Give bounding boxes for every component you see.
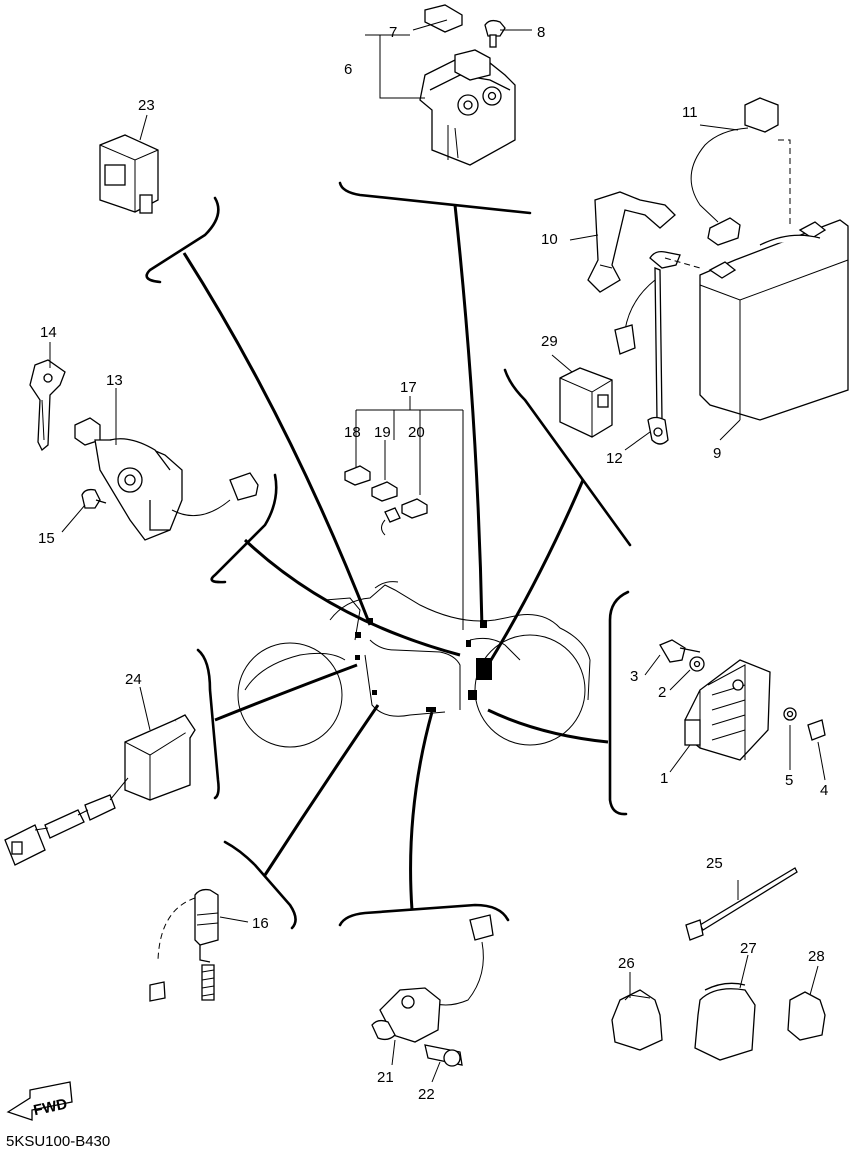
callout-label: 6 <box>344 61 352 78</box>
rectifier-regulator <box>644 639 826 781</box>
callout-label: 3 <box>630 668 638 685</box>
callout-label: 23 <box>138 97 155 114</box>
callout-label: 16 <box>252 915 269 932</box>
drawing-code: 5KSU100-B430 <box>6 1133 110 1150</box>
callout-labels: 1 2 3 4 5 6 7 8 9 10 11 12 13 14 15 16 1… <box>38 24 828 1103</box>
fwd-label: FWD <box>32 1096 69 1120</box>
callout-label: 27 <box>740 940 757 957</box>
battery <box>569 97 849 451</box>
fwd-arrow-icon: FWD <box>6 1081 73 1121</box>
callout-label: 9 <box>713 445 721 462</box>
callout-label: 7 <box>389 24 397 41</box>
fuses <box>344 396 463 536</box>
callout-label: 12 <box>606 450 623 467</box>
callout-label: 29 <box>541 333 558 350</box>
callout-label: 17 <box>400 379 417 396</box>
callout-label: 18 <box>344 424 361 441</box>
sensor-21 <box>371 914 494 1083</box>
callout-label: 10 <box>541 231 558 248</box>
flasher-29 <box>551 354 613 438</box>
callout-label: 2 <box>658 684 666 701</box>
callout-label: 19 <box>374 424 391 441</box>
group-leader-lines <box>182 204 609 911</box>
callout-label: 24 <box>125 671 142 688</box>
callout-label: 1 <box>660 770 668 787</box>
switch-16 <box>149 888 249 1002</box>
callout-label: 11 <box>682 104 698 121</box>
callout-label: 22 <box>418 1086 435 1103</box>
callout-label: 26 <box>618 955 635 972</box>
ties-and-clamps <box>611 867 826 1061</box>
group-brackets <box>145 181 632 930</box>
main-switch <box>29 342 259 541</box>
callout-label: 8 <box>537 24 545 41</box>
callout-label: 28 <box>808 948 825 965</box>
callout-label: 14 <box>40 324 57 341</box>
callout-label: 25 <box>706 855 723 872</box>
callout-label: 15 <box>38 530 55 547</box>
callout-label: 4 <box>820 782 828 799</box>
callout-label: 13 <box>106 372 123 389</box>
callout-label: 5 <box>785 772 793 789</box>
relay-23 <box>99 114 159 214</box>
starter-relay <box>365 4 532 166</box>
callout-label: 21 <box>377 1069 394 1086</box>
connector-24 <box>4 686 196 866</box>
callout-label: 20 <box>408 424 425 441</box>
motorcycle-outline <box>237 581 591 748</box>
